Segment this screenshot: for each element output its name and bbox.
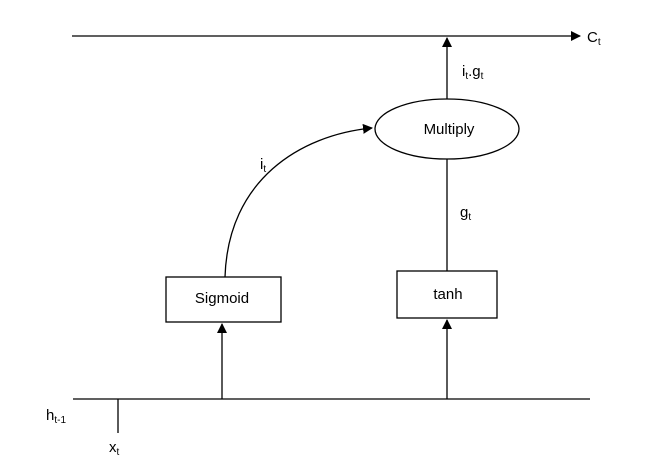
it-gt-base1: i bbox=[462, 63, 465, 80]
it-gt-mid: .g bbox=[468, 63, 481, 80]
c-t-label: Ct bbox=[587, 29, 601, 48]
tanh-node bbox=[396, 270, 498, 319]
tanh-label: tanh bbox=[433, 286, 462, 303]
sigmoid-to-multiply-arrow bbox=[224, 123, 373, 278]
i-t-sub: t bbox=[263, 164, 266, 175]
sigmoid-node bbox=[165, 276, 282, 323]
c-t-base: C bbox=[587, 29, 598, 46]
sigmoid-label: Sigmoid bbox=[195, 290, 249, 307]
g-t-sub: t bbox=[468, 212, 471, 223]
i-t-label: it bbox=[260, 156, 266, 175]
g-t-base: g bbox=[460, 204, 468, 221]
h-t1-label: ht-1 bbox=[46, 407, 66, 426]
it-gt-label: it.gt bbox=[462, 63, 484, 82]
i-t-base: i bbox=[260, 156, 263, 173]
it-gt-sub1: t bbox=[465, 71, 468, 82]
c-t-sub: t bbox=[598, 37, 601, 48]
h-t1-base: h bbox=[46, 407, 54, 424]
x-t-base: x bbox=[109, 439, 117, 456]
it-gt-sub2: t bbox=[481, 71, 484, 82]
g-t-label: gt bbox=[460, 204, 471, 223]
x-t-sub: t bbox=[117, 447, 120, 458]
multiply-label: Multiply bbox=[424, 121, 475, 138]
h-t1-sub: t-1 bbox=[54, 415, 66, 426]
x-t-label: xt bbox=[109, 439, 120, 458]
